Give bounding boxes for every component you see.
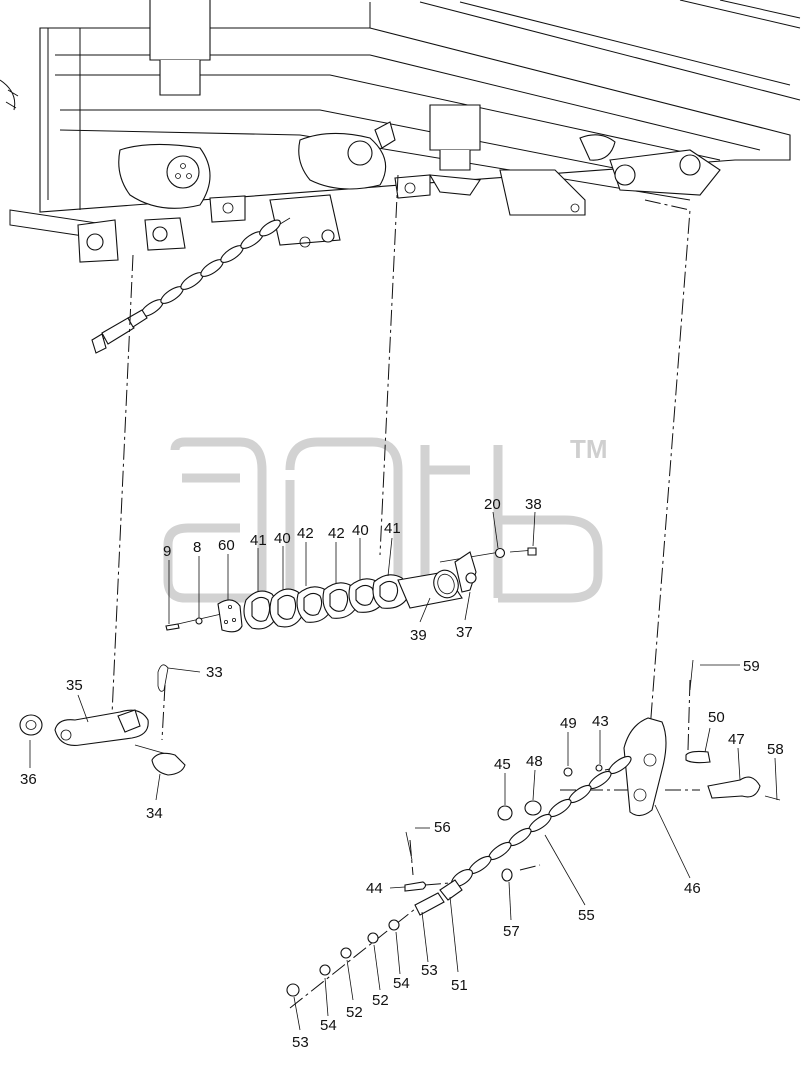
part-44-pin bbox=[404, 881, 427, 892]
part-9-bolt bbox=[165, 623, 180, 631]
callout-53: 53 bbox=[292, 1034, 309, 1051]
part-50-pin bbox=[685, 750, 711, 764]
callout-54: 54 bbox=[393, 975, 410, 992]
callout-40: 40 bbox=[352, 522, 369, 539]
callout-60: 60 bbox=[218, 537, 235, 554]
callout-39: 39 bbox=[410, 627, 427, 644]
part-54-nut-b bbox=[319, 964, 331, 976]
label-leaders bbox=[29, 511, 778, 1031]
callout-59: 59 bbox=[743, 658, 760, 675]
callout-42: 42 bbox=[328, 525, 345, 542]
callout-36: 36 bbox=[20, 771, 37, 788]
part-48-washer bbox=[524, 800, 542, 816]
callout-48: 48 bbox=[526, 753, 543, 770]
part-54-nut-a bbox=[388, 919, 400, 931]
part-46-bracket bbox=[623, 717, 667, 817]
part-20-nut bbox=[494, 547, 506, 559]
callout-52: 52 bbox=[346, 1004, 363, 1021]
callout-44: 44 bbox=[366, 880, 383, 897]
callout-33: 33 bbox=[206, 664, 223, 681]
callout-41: 41 bbox=[250, 532, 267, 549]
part-34-pin bbox=[151, 752, 186, 776]
callout-51: 51 bbox=[451, 977, 468, 994]
callout-35: 35 bbox=[66, 677, 83, 694]
part-38-bolt bbox=[527, 547, 537, 556]
part-52-washer-b bbox=[340, 947, 352, 959]
trademark-mark: TM bbox=[570, 434, 608, 464]
callout-40: 40 bbox=[274, 530, 291, 547]
part-52-washer-a bbox=[367, 932, 379, 944]
callout-45: 45 bbox=[494, 756, 511, 773]
trailer-frame bbox=[0, 0, 801, 263]
part-51-clevis bbox=[439, 879, 463, 901]
right-group-parts bbox=[286, 659, 781, 997]
callout-46: 46 bbox=[684, 880, 701, 897]
gasket-stack bbox=[243, 574, 408, 630]
callout-8: 8 bbox=[193, 539, 201, 556]
callout-57: 57 bbox=[503, 923, 520, 940]
part-57-washer bbox=[501, 868, 513, 882]
part-60-plate bbox=[217, 599, 243, 633]
callout-37: 37 bbox=[456, 624, 473, 641]
chain-links-upper bbox=[140, 219, 281, 317]
part-53-nut bbox=[286, 983, 300, 997]
callout-53: 53 bbox=[421, 962, 438, 979]
watermark-logo bbox=[163, 437, 603, 603]
part-56-cotter bbox=[405, 831, 413, 861]
upper-safety-chain bbox=[91, 217, 291, 354]
part-49-nut bbox=[563, 767, 573, 777]
callout-54: 54 bbox=[320, 1017, 337, 1034]
part-36-washer bbox=[19, 714, 43, 736]
left-group-parts bbox=[19, 664, 186, 776]
callout-43: 43 bbox=[592, 713, 609, 730]
callout-38: 38 bbox=[525, 496, 542, 513]
part-47-pin bbox=[707, 776, 761, 799]
callout-20: 20 bbox=[484, 496, 501, 513]
part-53-shaft bbox=[414, 892, 445, 916]
part-45-nut bbox=[497, 805, 513, 821]
lower-safety-chain bbox=[451, 755, 632, 888]
part-43-washer bbox=[595, 764, 603, 772]
part-59-cotter bbox=[689, 659, 694, 691]
callout-41: 41 bbox=[384, 520, 401, 537]
part-8-washer bbox=[195, 617, 203, 625]
callout-49: 49 bbox=[560, 715, 577, 732]
callout-50: 50 bbox=[708, 709, 725, 726]
callout-9: 9 bbox=[163, 543, 171, 560]
part-58-cotter bbox=[764, 795, 781, 801]
mid-row-parts bbox=[165, 547, 537, 633]
callout-labels: 9 8 60 41 40 42 42 40 41 20 38 39 37 33 … bbox=[20, 496, 784, 1051]
callout-55: 55 bbox=[578, 907, 595, 924]
callout-34: 34 bbox=[146, 805, 163, 822]
callout-47: 47 bbox=[728, 731, 745, 748]
callout-58: 58 bbox=[767, 741, 784, 758]
callout-56: 56 bbox=[434, 819, 451, 836]
part-33-pin bbox=[157, 664, 169, 692]
callout-42: 42 bbox=[297, 525, 314, 542]
callout-52: 52 bbox=[372, 992, 389, 1009]
